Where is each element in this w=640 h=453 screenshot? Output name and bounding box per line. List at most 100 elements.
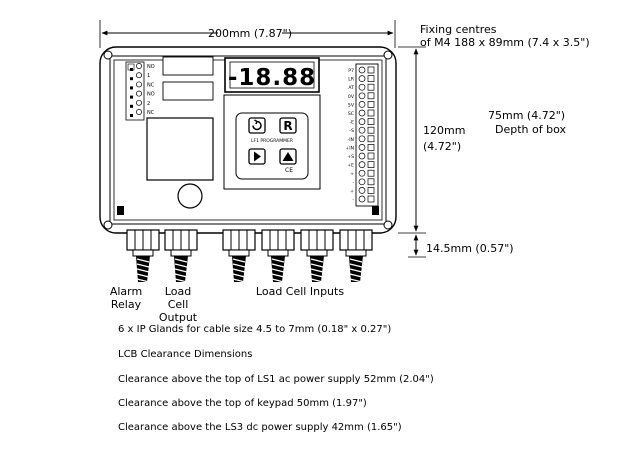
gland-seal — [306, 249, 328, 257]
fixing-centres-label: Fixing centres — [420, 23, 497, 36]
depth-label: 75mm (4.72") — [488, 109, 565, 122]
terminal-clamp — [367, 118, 375, 125]
cable-stripe — [349, 273, 363, 278]
cable-stripe — [136, 258, 150, 263]
corner-screw-icon — [383, 220, 393, 230]
component-block — [162, 81, 214, 101]
relay-screw-icon — [136, 72, 142, 79]
height-mm-label: 120mm — [423, 124, 465, 137]
terminal-clamp — [367, 161, 375, 168]
terminal-label: -S — [349, 128, 354, 134]
cable — [310, 256, 324, 282]
terminal-screw-icon — [358, 75, 366, 82]
up-arrow-key[interactable] — [279, 148, 297, 165]
terminal-clamp — [367, 126, 375, 134]
corner-screw-icon — [103, 50, 113, 60]
alarm-relay-line: Relay — [110, 298, 142, 311]
terminal-screw-icon — [358, 66, 366, 74]
cable-stripe — [136, 263, 150, 268]
relay-screw-icon — [136, 63, 142, 69]
terminal-label: -E — [349, 120, 354, 126]
keypad-title: LF1 PROGRAMMER — [251, 138, 293, 144]
cable-stripe — [349, 263, 363, 268]
cable-stripe — [310, 263, 324, 268]
relay-screw-icon — [136, 81, 142, 88]
component-block — [162, 56, 214, 76]
terminal-clamp — [367, 83, 375, 91]
alarm-relay-line: Alarm — [109, 285, 143, 298]
terminal-clamp — [367, 144, 375, 151]
terminal-screw-icon — [358, 178, 366, 186]
terminal-clamp — [367, 169, 375, 177]
relay-terminal-label: NO — [147, 92, 155, 98]
cable-stripe — [349, 268, 363, 273]
ce-mark: CE — [285, 167, 293, 174]
cable — [232, 256, 246, 282]
terminal-clamp — [367, 135, 375, 143]
terminal-screw-icon — [358, 187, 366, 194]
cable-stripe — [136, 278, 150, 283]
cable-stripe — [136, 273, 150, 278]
terminal-clamp — [367, 195, 375, 203]
play-right-icon — [254, 151, 261, 162]
terminal-screw-icon — [358, 92, 366, 100]
display-screen — [229, 61, 315, 89]
terminal-screw-icon — [358, 118, 366, 125]
cable-stripe — [271, 263, 285, 268]
cable-stripe — [174, 258, 188, 263]
width-label: 200mm (7.87") — [208, 27, 292, 40]
refresh-key[interactable] — [248, 117, 266, 134]
clearance-ls1: Clearance above the top of LS1 ac power … — [118, 374, 434, 385]
cable-stripe — [271, 268, 285, 273]
terminal-label: - — [352, 198, 354, 203]
terminal-label: 5V — [348, 102, 355, 108]
terminal-label: - — [352, 181, 354, 186]
terminal-screw-icon — [358, 195, 366, 203]
gland-note: 6 x IP Glands for cable size 4.5 to 7mm … — [118, 324, 392, 335]
corner-screw-icon — [383, 50, 393, 60]
terminal-label: P7 — [348, 68, 354, 74]
cable-gland — [300, 229, 334, 283]
reset-key[interactable]: R — [279, 117, 297, 134]
terminal-label: +E — [347, 163, 354, 169]
cable-stripe — [310, 258, 324, 263]
round-component — [177, 183, 203, 209]
load-cell-output-line: Cell — [167, 298, 189, 311]
cable-stripe — [232, 263, 246, 268]
relay-pin — [130, 77, 133, 81]
relay-pin — [130, 68, 133, 71]
keypad-panel — [235, 112, 309, 180]
terminal-clamp — [367, 92, 375, 100]
cable-stripe — [271, 278, 285, 283]
cable-stripe — [310, 268, 324, 273]
cable-stripe — [232, 273, 246, 278]
cable-stripe — [174, 278, 188, 283]
height-in-label: (4.72") — [423, 140, 461, 153]
cable-gland — [222, 229, 256, 283]
relay-screw-icon — [136, 99, 142, 106]
reset-r-icon: R — [283, 119, 292, 133]
gland-seal — [170, 249, 192, 257]
cable-stripe — [174, 268, 188, 273]
right-arrow-key[interactable] — [248, 148, 266, 165]
terminal-label: AT — [348, 85, 354, 91]
cable-stripe — [310, 273, 324, 278]
relay-terminal-label: NC — [147, 82, 155, 88]
cable-glands — [126, 229, 373, 283]
cable-gland — [261, 229, 295, 283]
load-cell-output-line: Output — [158, 311, 198, 324]
clearance-heading: LCB Clearance Dimensions — [118, 349, 253, 360]
terminal-screw-icon — [358, 126, 366, 134]
cable-stripe — [349, 258, 363, 263]
cable — [349, 256, 363, 282]
terminal-clamp — [367, 187, 375, 194]
relay-terminal-label: 2 — [147, 101, 150, 107]
corner-screw-icon — [103, 220, 113, 230]
terminal-screw-icon — [358, 101, 366, 108]
terminal-clamp — [367, 101, 375, 108]
terminal-clamp — [367, 152, 375, 160]
cable-stripe — [174, 273, 188, 278]
